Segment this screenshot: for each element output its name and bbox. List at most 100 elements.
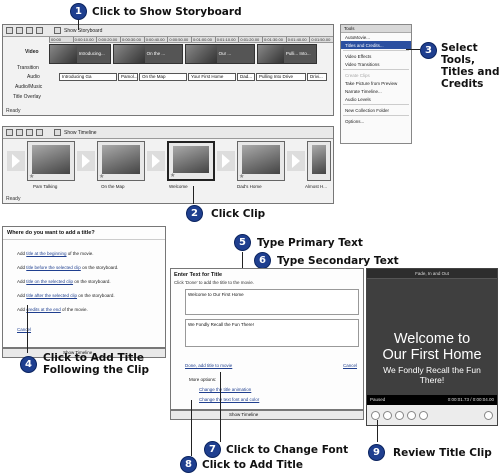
snapshot-button[interactable]	[484, 410, 493, 420]
video-clip[interactable]: Introducing...	[49, 44, 111, 64]
storyboard-clip[interactable]: ★	[237, 141, 285, 181]
video-track: Introducing... On the ... Our ... Pulli.…	[49, 44, 333, 64]
secondary-text-field[interactable]: We Fondly Recall the Fun There!	[185, 319, 359, 347]
play-icon[interactable]	[36, 27, 43, 34]
transition-slot[interactable]	[217, 151, 235, 171]
done-add-title-link[interactable]: Done, add title to movie	[185, 363, 233, 368]
zoom-out-icon[interactable]	[16, 129, 23, 136]
clip-label: On the Map	[101, 184, 125, 189]
preview-status: Paused 0:00:01.73 / 0:00:04.00	[367, 395, 497, 403]
menu-item-video-effects[interactable]: Video Effects	[345, 53, 372, 59]
callout-line	[406, 49, 420, 50]
preview-header: Fade, In and Out	[367, 269, 497, 279]
menu-item-create-clips: Create Clips	[345, 72, 370, 78]
play-button[interactable]	[371, 410, 380, 420]
menu-item-new-collection-folder[interactable]: New Collection Folder	[345, 107, 390, 113]
callout-text: Click to Show Storyboard	[92, 5, 242, 18]
video-clip[interactable]: On the ...	[113, 44, 183, 64]
menu-item-narrate-timeline[interactable]: Narrate Timeline...	[345, 88, 382, 94]
storyboard-icon[interactable]	[54, 27, 61, 34]
menu-item-audio-levels[interactable]: Audio Levels	[345, 96, 371, 102]
audio-clip[interactable]: Pulling Into Drive	[256, 73, 306, 81]
track-video-label: Video	[25, 49, 39, 55]
show-timeline-button[interactable]: Show Timeline	[63, 350, 93, 355]
panel-title: Enter Text for Title	[174, 272, 223, 278]
menu-separator	[343, 69, 409, 70]
storyboard-clip-selected[interactable]: ★	[167, 141, 215, 181]
cancel-link[interactable]: Cancel	[17, 327, 32, 332]
callout-text: Select Tools, Titles and Credits	[441, 42, 500, 90]
step-number: 4	[20, 355, 37, 373]
change-animation-link[interactable]: Change the title animation	[199, 387, 252, 392]
zoom-in-icon[interactable]	[6, 129, 13, 136]
play-icon[interactable]	[36, 129, 43, 136]
previous-frame-button[interactable]	[395, 410, 404, 420]
option-credits-end: Add credits at the end of the movie.	[17, 307, 88, 312]
playback-state: Paused	[370, 396, 386, 402]
callout-2: 2 Click Clip	[186, 205, 265, 222]
video-clip[interactable]: Pulli... Into...	[257, 44, 317, 64]
link-title-after[interactable]: title after the selected clip	[26, 293, 78, 298]
rewind-icon[interactable]	[26, 129, 33, 136]
callout-text: Click to Change Font	[226, 443, 349, 456]
menu-separator	[343, 104, 409, 105]
clip-label: Pam Talking	[33, 184, 58, 189]
primary-text-field[interactable]: Welcome to Our First Home	[185, 289, 359, 315]
audio-clip[interactable]: Drivi...	[307, 73, 327, 81]
menu-separator	[343, 50, 409, 51]
storyboard-clip[interactable]: ★	[97, 141, 145, 181]
option-title-before: Add title before the selected clip on th…	[17, 265, 119, 270]
link-title-on[interactable]: title on the selected clip	[26, 279, 74, 284]
next-frame-button[interactable]	[407, 410, 416, 420]
timeline-toolbar: Show Storyboard	[3, 25, 333, 37]
audio-clip[interactable]: On the Map	[139, 73, 187, 81]
timeline-icon[interactable]	[54, 129, 61, 136]
step-number: 9	[368, 444, 385, 461]
transition-slot[interactable]	[147, 151, 165, 171]
callout-6: 6 Type Secondary Text	[254, 252, 399, 269]
transition-slot[interactable]	[77, 151, 95, 171]
link-credits-end[interactable]: credits at the end	[26, 307, 61, 312]
step-number: 8	[180, 456, 197, 473]
menu-item-titles-and-credits[interactable]: Titles and Credits...	[341, 41, 411, 49]
show-storyboard-button[interactable]: Show Storyboard	[64, 27, 103, 34]
star-icon: ★	[170, 173, 176, 179]
link-title-beginning[interactable]: title at the beginning	[26, 251, 67, 256]
menu-item-automovie[interactable]: AutoMovie...	[345, 34, 371, 40]
cancel-link[interactable]: Cancel	[343, 363, 358, 368]
link-title-before[interactable]: title before the selected clip	[26, 265, 81, 270]
callout-text: Type Primary Text	[257, 236, 363, 249]
track-transition-label: Transition	[17, 65, 39, 71]
storyboard-clip[interactable]	[307, 141, 331, 181]
bottom-toolbar: Show Timeline	[170, 410, 364, 420]
show-timeline-button[interactable]: Show Timeline	[229, 412, 259, 417]
rewind-icon[interactable]	[26, 27, 33, 34]
menu-item-options[interactable]: Options...	[345, 118, 365, 124]
audio-clip[interactable]: Pamol...	[118, 73, 138, 81]
storyboard-toolbar: Show Timeline	[3, 127, 333, 139]
step-number: 6	[254, 252, 271, 269]
audio-clip[interactable]: Dad...	[237, 73, 255, 81]
transition-slot[interactable]	[287, 151, 305, 171]
status-bar: Ready	[6, 108, 21, 114]
storyboard-panel: Show Timeline ★ ★ ★ ★ Pam Talking On the…	[2, 126, 334, 204]
audio-clip[interactable]: Introducing Ga	[59, 73, 117, 81]
audio-clip[interactable]: Your First Home	[188, 73, 236, 81]
show-timeline-button[interactable]: Show Timeline	[64, 129, 97, 136]
menu-item-take-picture[interactable]: Take Picture from Preview	[345, 80, 398, 86]
zoom-in-icon[interactable]	[6, 27, 13, 34]
transition-slot[interactable]	[7, 151, 25, 171]
menu-header[interactable]: Tools	[341, 25, 411, 33]
menu-item-video-transitions[interactable]: Video Transitions	[345, 61, 380, 67]
zoom-out-icon[interactable]	[16, 27, 23, 34]
split-button[interactable]	[419, 410, 428, 420]
stop-button[interactable]	[383, 410, 392, 420]
storyboard-clip[interactable]: ★	[27, 141, 75, 181]
change-font-color-link[interactable]: Change the text font and color	[199, 397, 260, 402]
menu-separator	[343, 115, 409, 116]
callout-text: Click to Add Title Following the Clip	[43, 352, 150, 376]
enter-title-text-panel: Enter Text for Title Click 'Done' to add…	[170, 268, 364, 410]
track-audio-music-label: Audio/Music	[15, 84, 43, 90]
video-clip[interactable]: Our ...	[185, 44, 255, 64]
callout-9: 9 Review Title Clip	[368, 444, 492, 461]
